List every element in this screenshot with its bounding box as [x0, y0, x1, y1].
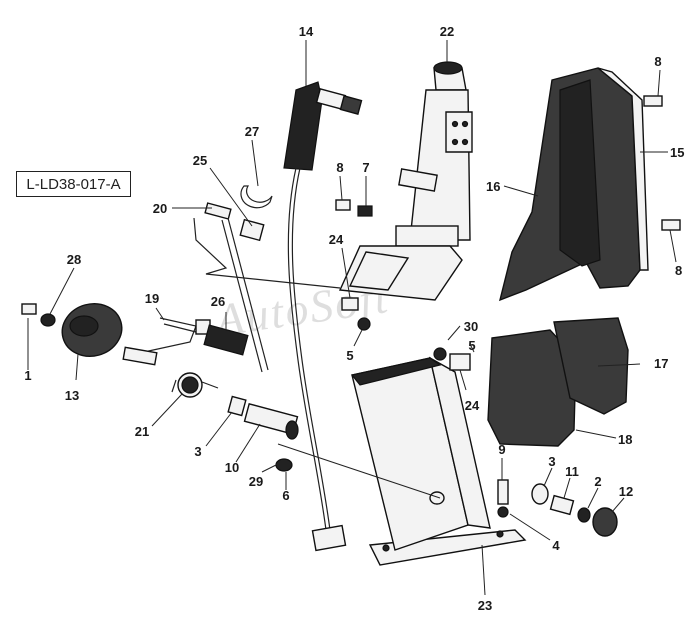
callout-8-top: 8 — [654, 54, 661, 69]
callout-5-right: 5 — [468, 338, 475, 353]
callout-24-bottom: 24 — [465, 398, 480, 413]
callout-17: 17 — [654, 356, 668, 371]
part-23-base-column — [350, 356, 527, 566]
callout-27: 27 — [245, 124, 259, 139]
callout-11: 11 — [565, 464, 579, 479]
callout-10: 10 — [225, 460, 239, 475]
callout-23: 23 — [478, 598, 492, 613]
part-10-sleeve — [243, 402, 299, 440]
callout-9: 9 — [498, 442, 505, 457]
callout-2: 2 — [594, 474, 601, 489]
callout-18: 18 — [618, 432, 632, 447]
part-25-bolt — [239, 218, 265, 242]
callout-29: 29 — [249, 474, 263, 489]
small-hardware — [21, 95, 681, 537]
part-27-clip — [240, 185, 273, 209]
callout-labels: 14 22 8 15 16 8 7 8 27 25 20 24 5 30 5 2… — [24, 24, 684, 613]
callout-21: 21 — [135, 424, 149, 439]
part-15-16-cover — [498, 67, 649, 302]
callout-26: 26 — [211, 294, 225, 309]
part-22-upper-bracket — [338, 61, 473, 301]
callout-15: 15 — [670, 145, 684, 160]
callout-3-left: 3 — [194, 444, 201, 459]
callout-7: 7 — [362, 160, 369, 175]
leader-lines — [27, 40, 677, 596]
callout-8-right: 8 — [675, 263, 682, 278]
callout-14: 14 — [299, 24, 314, 39]
part-17-18-lower-cover — [487, 317, 629, 447]
part-13-knob — [61, 303, 123, 357]
callout-12: 12 — [619, 484, 633, 499]
callout-19: 19 — [145, 291, 159, 306]
part-19-shaft — [122, 317, 211, 366]
callout-20: 20 — [153, 201, 167, 216]
callout-24-top: 24 — [329, 232, 344, 247]
callout-4: 4 — [552, 538, 560, 553]
callout-1: 1 — [24, 368, 31, 383]
callout-5-left: 5 — [346, 348, 353, 363]
callout-8-mid: 8 — [336, 160, 343, 175]
diagram-code-label: L-LD38-017-A — [16, 171, 131, 197]
callout-16: 16 — [486, 179, 500, 194]
callout-25: 25 — [193, 153, 207, 168]
callout-6: 6 — [282, 488, 289, 503]
callout-22: 22 — [440, 24, 454, 39]
part-26-spring — [203, 324, 249, 356]
callout-3-right: 3 — [548, 454, 555, 469]
callout-30: 30 — [464, 319, 478, 334]
callout-13: 13 — [65, 388, 79, 403]
part-14-lever-cable — [283, 81, 363, 552]
callout-28: 28 — [67, 252, 81, 267]
part-21-spring — [171, 372, 219, 398]
